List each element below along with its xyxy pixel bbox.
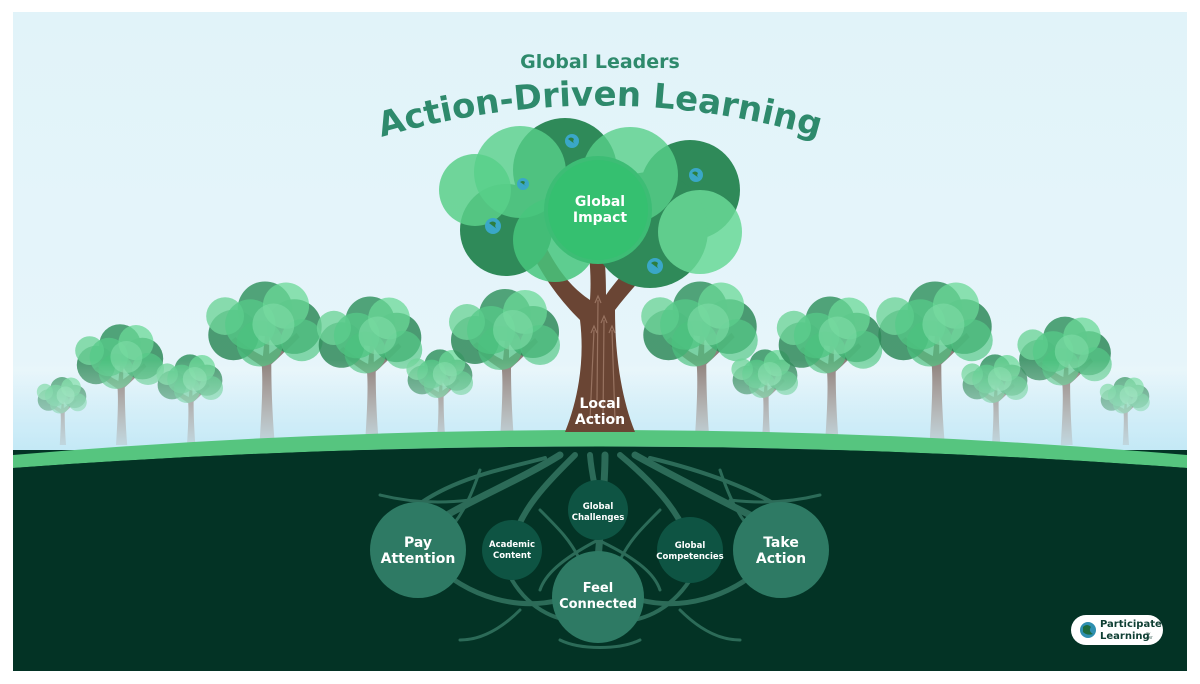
logo-tiny-1: BY — [1146, 632, 1151, 636]
global-impact-label-1: Global — [575, 194, 625, 210]
global-challenges-label-1: Global — [583, 502, 614, 512]
background-tree-leaf — [358, 316, 397, 355]
logo-globe-icon — [1080, 622, 1096, 638]
pay-attention-label-1: Pay — [404, 535, 432, 551]
global-impact-label-2: Impact — [573, 210, 628, 226]
local-action-label-2: Action — [575, 412, 625, 428]
node-pay-attention: Pay Attention — [370, 502, 466, 598]
node-global-competencies: Global Competencies — [656, 517, 724, 583]
background-tree — [641, 281, 758, 440]
subtitle: Global Leaders — [520, 51, 680, 73]
academic-content-label-1: Academic — [489, 540, 535, 550]
globe-icons — [485, 134, 703, 274]
local-action-label-1: Local — [579, 396, 620, 412]
background-tree-leaf — [922, 303, 965, 346]
globe-icon — [517, 178, 529, 190]
globe-icon — [485, 218, 501, 234]
trunk-arrows — [589, 294, 616, 421]
globe-icon — [689, 168, 703, 182]
global-competencies-label-2: Competencies — [656, 552, 723, 562]
take-action-label-2: Action — [756, 551, 806, 567]
pay-attention-label-2: Attention — [381, 551, 456, 567]
background-tree-leaf — [687, 303, 730, 346]
grass-hill — [13, 430, 1187, 468]
node-global-challenges: Global Challenges — [568, 480, 628, 540]
logo-tiny-2: CRT — [1146, 636, 1154, 640]
globe-icon — [565, 134, 579, 148]
feel-connected-label-2: Connected — [559, 597, 637, 612]
background-tree-leaf — [252, 303, 295, 346]
node-feel-connected: Feel Connected — [552, 551, 644, 643]
globe-icon — [647, 258, 663, 274]
node-take-action: Take Action — [733, 502, 829, 598]
feel-connected-label-1: Feel — [583, 581, 613, 596]
global-challenges-label-2: Challenges — [572, 513, 625, 523]
take-action-label-1: Take — [763, 535, 799, 551]
main-tree-crown — [439, 118, 742, 288]
participate-learning-logo: Participate Learning BY CRT — [1071, 615, 1163, 645]
node-academic-content: Academic Content — [482, 520, 542, 580]
background-tree-leaf — [493, 310, 533, 350]
global-competencies-label-1: Global — [675, 541, 706, 551]
background-tree-leaf — [818, 316, 857, 355]
soil-top — [13, 446, 1187, 500]
logo-line-2: Learning — [1100, 631, 1150, 642]
logo-line-1: Participate — [1100, 619, 1162, 630]
academic-content-label-2: Content — [493, 551, 531, 561]
